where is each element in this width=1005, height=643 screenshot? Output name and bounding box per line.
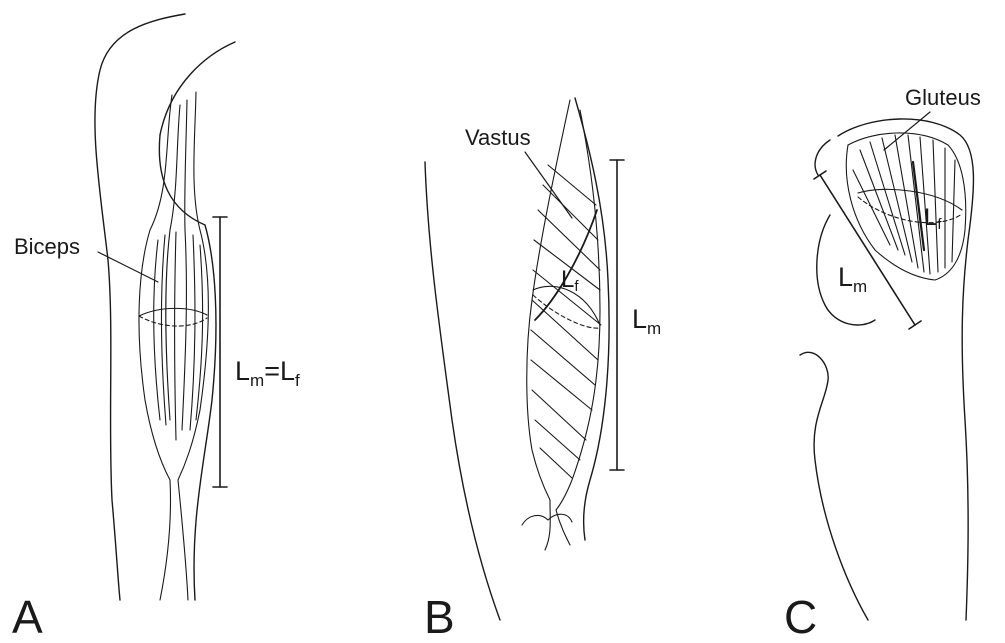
lf-subscript-c: f	[937, 216, 941, 233]
lf-base-c: L	[924, 204, 937, 231]
lm-label-c: Lm	[838, 264, 867, 291]
hip-outline-c	[800, 119, 973, 620]
lm-base-c: L	[838, 262, 853, 292]
lf-label-c: Lf	[924, 206, 942, 230]
gluteus-leader-line	[884, 112, 930, 150]
lm-subscript-c: m	[853, 277, 867, 296]
panel-letter-c: C	[784, 594, 817, 640]
gluteus-label: Gluteus	[905, 87, 981, 109]
gluteus-muscle	[846, 133, 965, 280]
